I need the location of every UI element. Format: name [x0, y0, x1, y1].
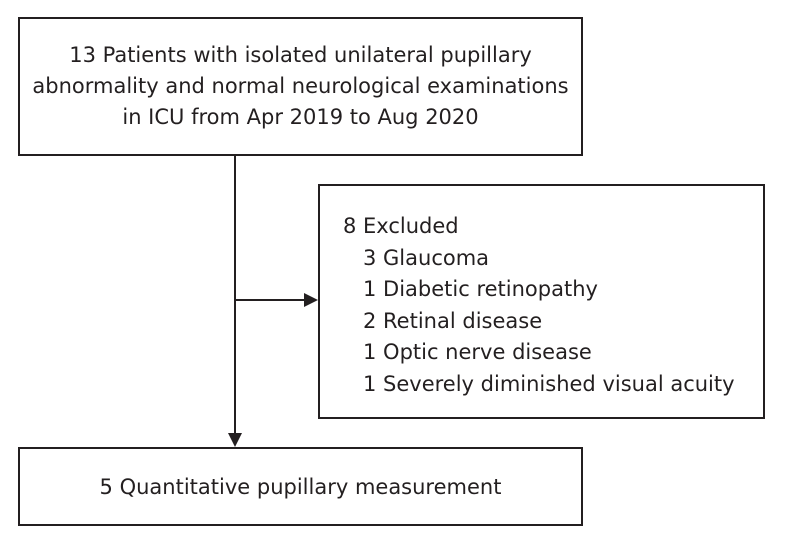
exclusion-reason-diabetic-retinopathy: 1 Diabetic retinopathy — [363, 277, 598, 301]
enrolled-line-1: 13 Patients with isolated unilateral pup… — [69, 43, 532, 67]
enrolled-line-2: abnormality and normal neurological exam… — [32, 74, 569, 98]
exclusion-reason-optic-nerve-disease: 1 Optic nerve disease — [363, 340, 592, 364]
exclusion-reason-retinal-disease: 2 Retinal disease — [363, 308, 543, 333]
excluded-patients-box: 8 Excluded 3 Glaucoma 1 Diabetic retinop… — [318, 184, 765, 419]
exclusion-reason-visual-acuity: 1 Severely diminished visual acuity — [363, 371, 735, 396]
down-arrowhead — [228, 433, 242, 447]
excluded-heading: 8 Excluded — [343, 214, 459, 238]
measurement-text: 5 Quantitative pupillary measurement — [99, 474, 502, 499]
measurement-box: 5 Quantitative pupillary measurement — [18, 447, 583, 526]
enrolled-line-3: in ICU from Apr 2019 to Aug 2020 — [122, 105, 479, 129]
enrolled-patients-box: 13 Patients with isolated unilateral pup… — [18, 17, 583, 156]
right-arrowhead — [304, 293, 318, 307]
exclusion-reason-glaucoma: 3 Glaucoma — [363, 245, 490, 270]
